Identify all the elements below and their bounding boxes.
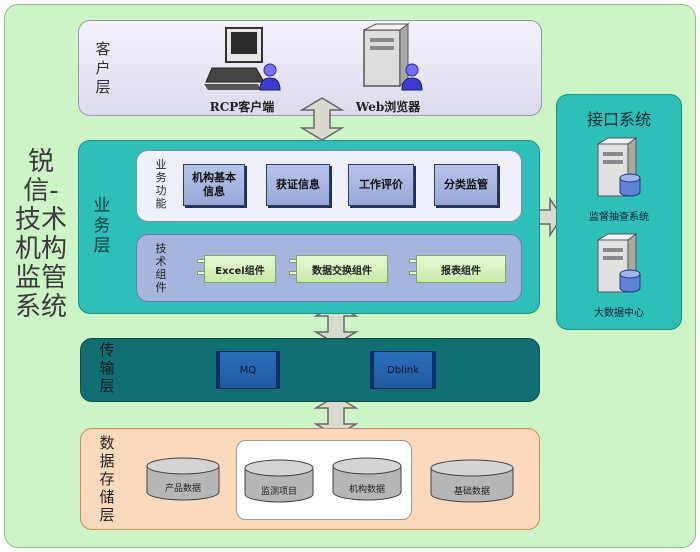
dblink-box-edge bbox=[432, 351, 436, 389]
database-cylinder-icon bbox=[146, 457, 220, 501]
mq-box-edge bbox=[216, 351, 220, 389]
function-box: 工作评价 bbox=[348, 164, 414, 206]
function-box: 分类监管 bbox=[434, 164, 498, 206]
function-box: 获证信息 bbox=[266, 164, 330, 206]
database-label: 基础数据 bbox=[453, 487, 490, 497]
storage-layer-label: 数据存储层 bbox=[99, 434, 115, 524]
database-label: 产品数据 bbox=[164, 484, 201, 494]
dblink-box-edge bbox=[370, 351, 374, 389]
transport-layer bbox=[80, 338, 540, 402]
component-notch-icon bbox=[289, 271, 297, 275]
interface-item-label: 大数据中心 bbox=[594, 308, 644, 319]
rcp-client-label: RCP客户端 bbox=[209, 100, 275, 114]
technical-components-label: 技术组件 bbox=[155, 242, 167, 294]
dblink-box: Dblink bbox=[370, 351, 436, 389]
database-label: 机构数据 bbox=[348, 485, 385, 495]
web-browser-label: Web浏览器 bbox=[355, 100, 421, 114]
transport-layer-label: 传输层 bbox=[99, 341, 115, 395]
interface-item-label: 监督抽查系统 bbox=[589, 212, 649, 223]
component-notch-icon bbox=[197, 259, 205, 263]
server-database-icon bbox=[596, 233, 641, 293]
database-cylinder-icon bbox=[244, 459, 314, 503]
client-layer-label: 客户层 bbox=[95, 40, 111, 96]
component-box: Excel组件 bbox=[204, 255, 276, 283]
database-cylinder-icon bbox=[430, 459, 514, 503]
client-business-arrow-icon bbox=[299, 97, 345, 141]
system-title: 锐信-技术机构监管系统 bbox=[14, 147, 67, 322]
business-layer-label: 业务层 bbox=[93, 196, 111, 256]
mq-box: MQ bbox=[216, 351, 280, 389]
component-notch-icon bbox=[197, 271, 205, 275]
interface-system-title: 接口系统 bbox=[586, 110, 651, 129]
computer-user-icon bbox=[204, 27, 281, 91]
component-notch-icon bbox=[409, 259, 417, 263]
client-layer bbox=[78, 20, 542, 116]
business-functions-label: 业务功能 bbox=[155, 158, 167, 210]
mq-box-edge bbox=[276, 351, 280, 389]
function-box: 机构基本信息 bbox=[183, 164, 245, 206]
database-label: 监测项目 bbox=[260, 487, 297, 497]
web-server-user-icon bbox=[363, 23, 423, 91]
database-cylinder-icon bbox=[332, 457, 402, 501]
server-database-icon bbox=[596, 137, 641, 197]
component-notch-icon bbox=[289, 259, 297, 263]
component-box: 报表组件 bbox=[416, 255, 506, 283]
component-notch-icon bbox=[409, 271, 417, 275]
component-box: 数据交换组件 bbox=[296, 255, 388, 283]
